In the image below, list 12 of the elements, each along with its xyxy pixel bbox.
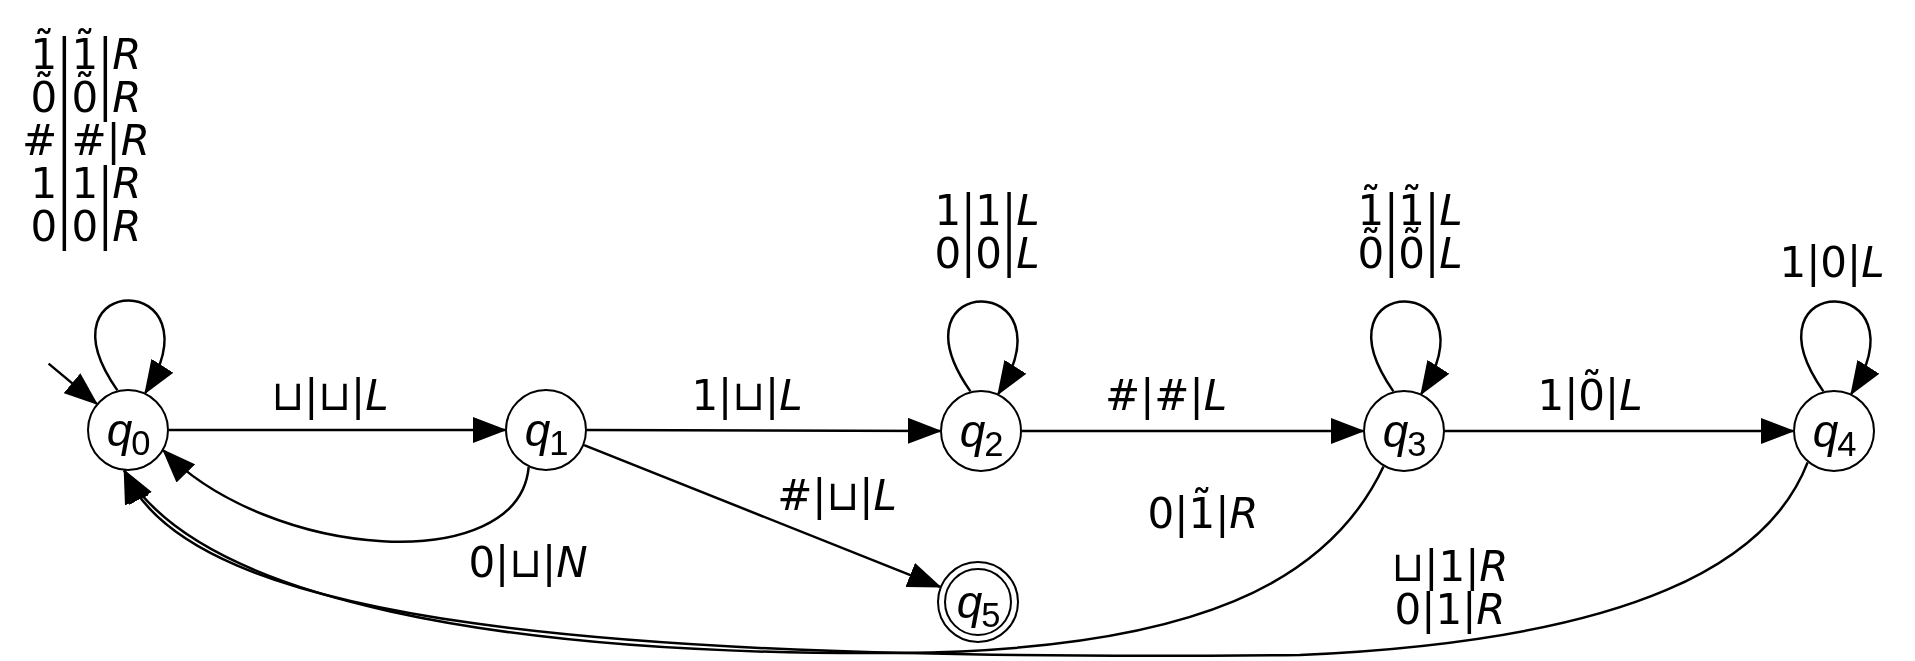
transition-arrow xyxy=(169,417,507,443)
transition-arrow xyxy=(1370,300,1448,396)
transition-arrow xyxy=(587,417,942,444)
transition-arrow xyxy=(1800,300,1878,396)
transition-arrow xyxy=(1445,418,1795,444)
transition-arrow xyxy=(94,299,172,395)
transition-arrow xyxy=(47,362,99,405)
transition-arrow xyxy=(583,444,942,588)
transition-arrow xyxy=(947,300,1025,396)
transition-arrow xyxy=(1022,418,1365,444)
transition-arrow xyxy=(123,461,1809,658)
transition-arrow xyxy=(162,449,530,543)
